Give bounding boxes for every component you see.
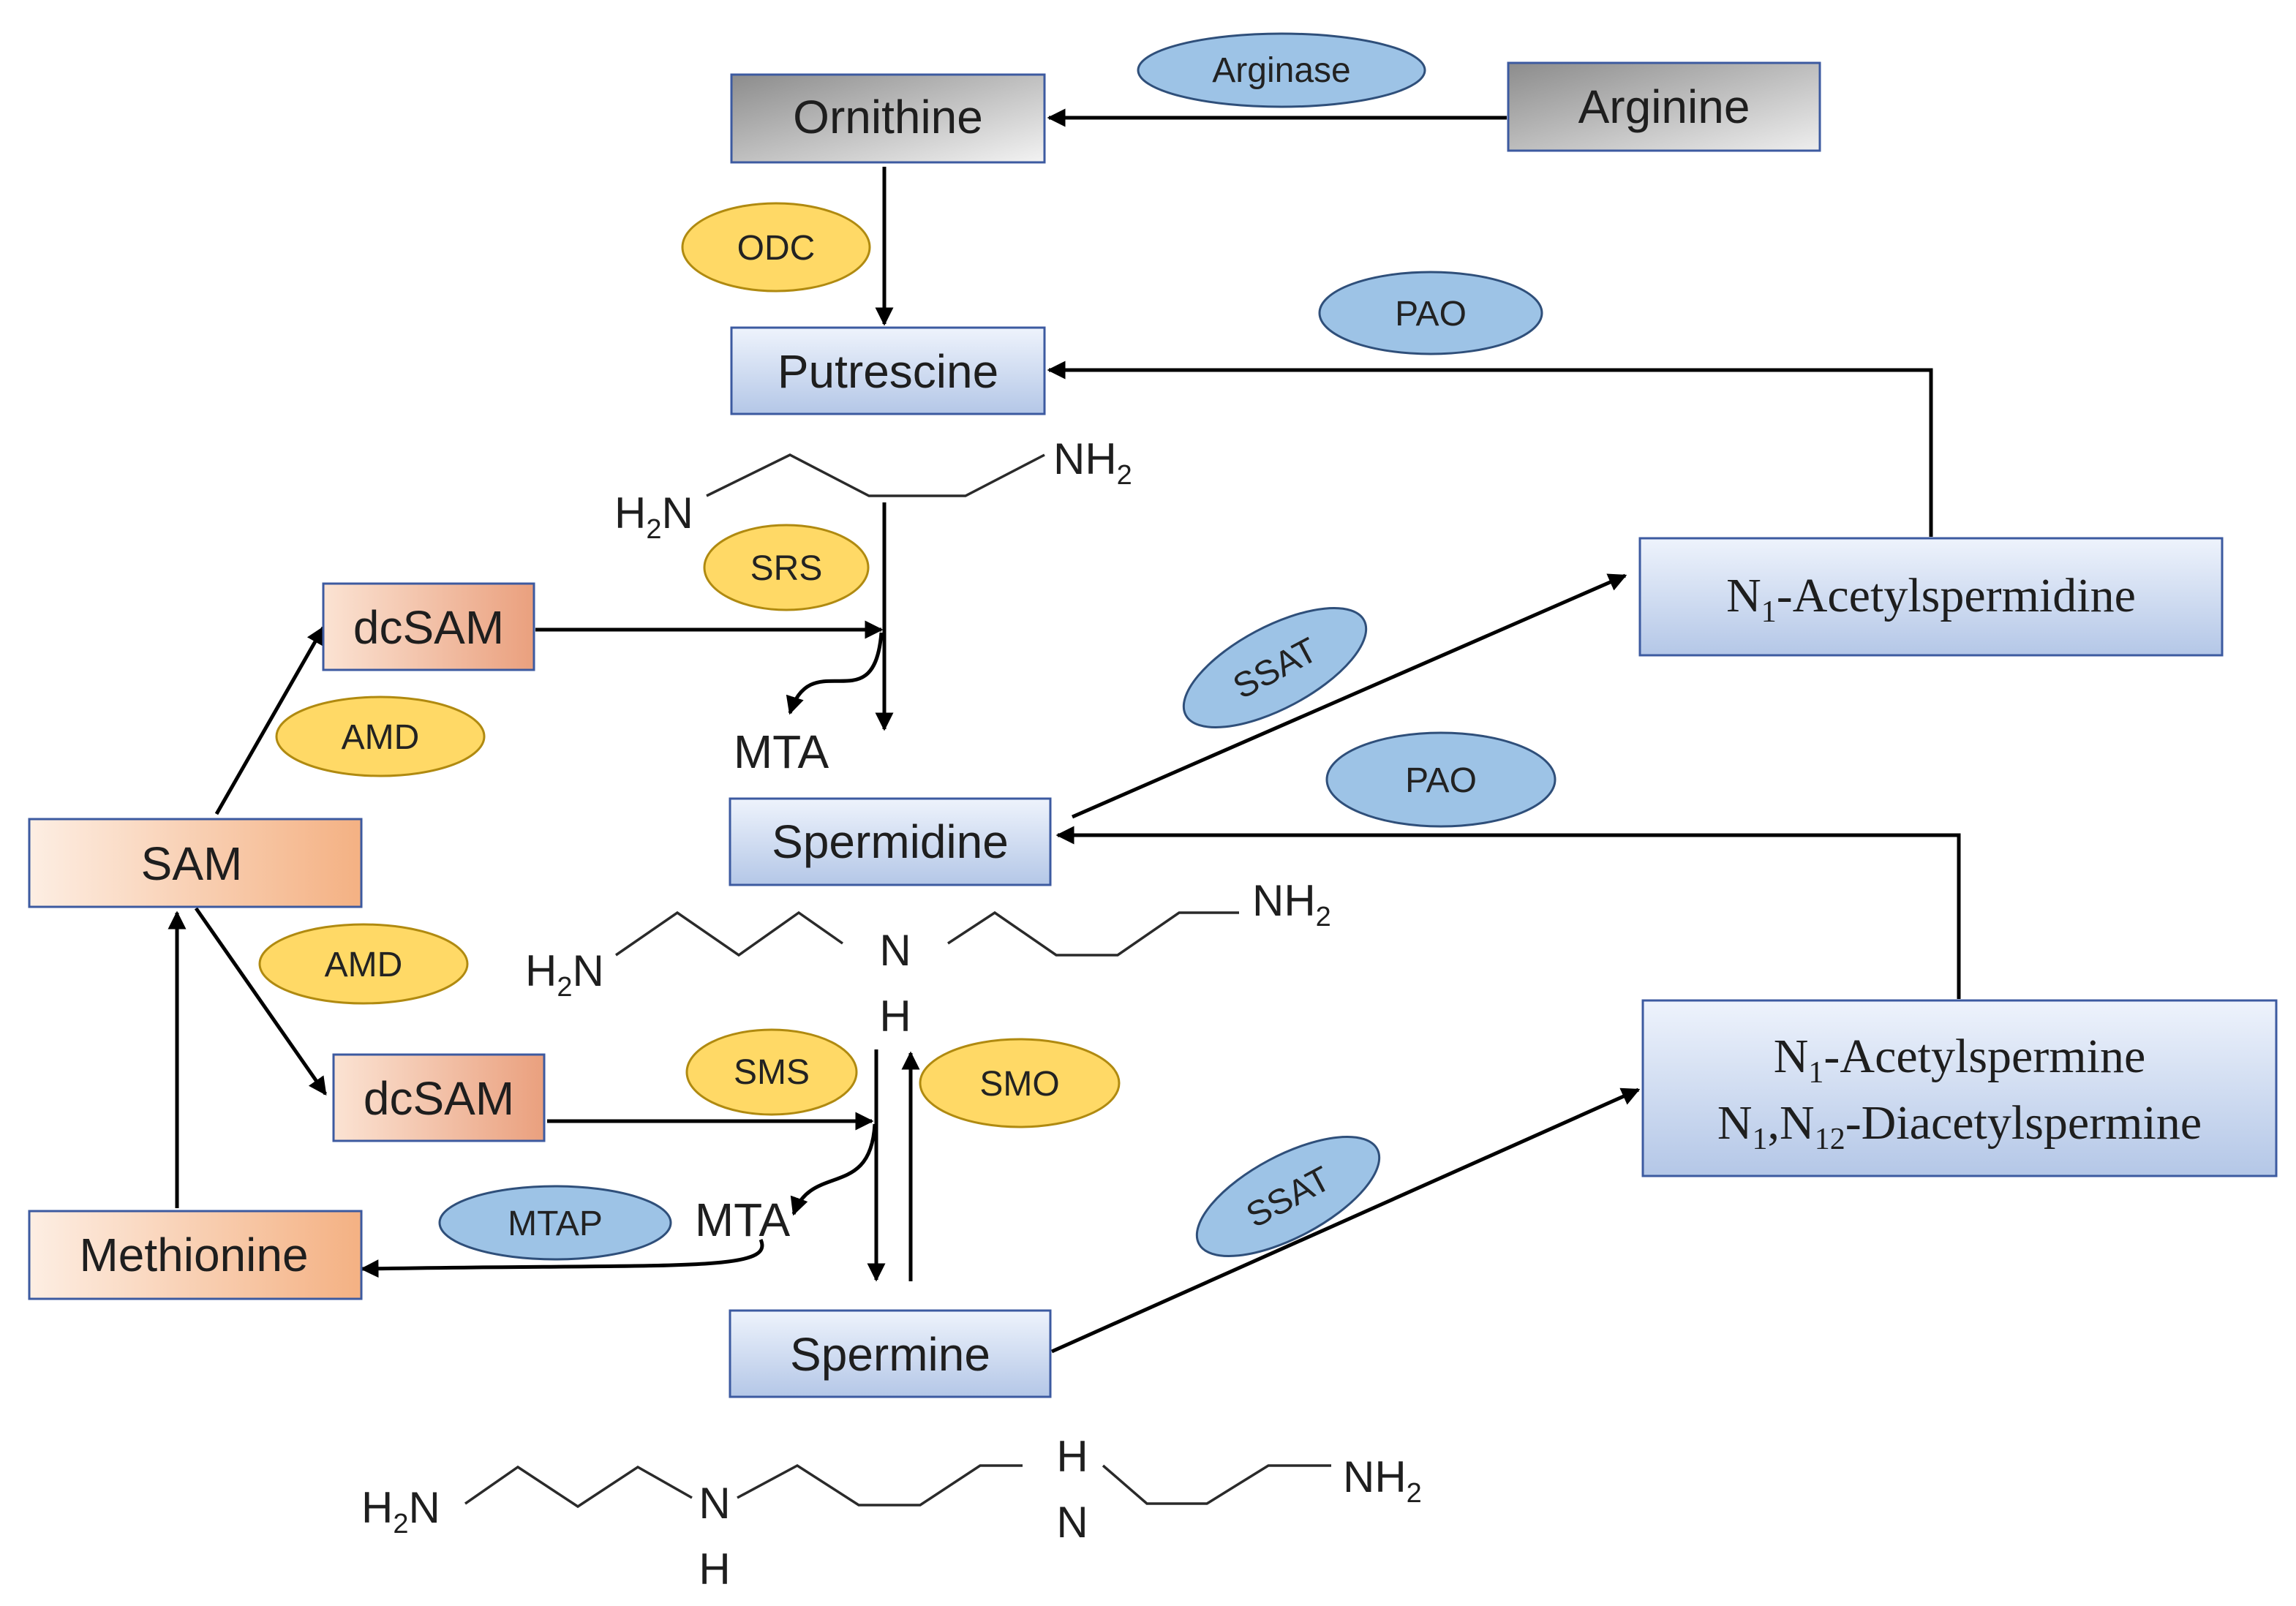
enzyme-arginase-label: Arginase — [1212, 51, 1350, 90]
enzyme-amd-bottom-label: AMD — [325, 946, 403, 984]
arrow-sam-to-dcsam-bottom — [194, 907, 328, 1096]
arrow-spermidine-to-acetylspermidine — [1071, 573, 1627, 819]
structure-spermine: H2N N H H N NH2 — [361, 1432, 1422, 1594]
enzyme-amd-bottom[interactable]: AMD — [258, 923, 469, 1005]
structure-spermidine-h2n: H2N — [525, 946, 604, 1003]
enzyme-smo-label: SMO — [979, 1065, 1059, 1104]
node-spermidine[interactable]: Spermidine — [729, 797, 1052, 886]
node-spermine[interactable]: Spermine — [729, 1309, 1052, 1398]
enzyme-ssat-top[interactable]: SSAT — [1167, 584, 1383, 751]
structure-spermidine-nh2: NH2 — [1252, 876, 1331, 932]
node-ornithine[interactable]: Ornithine — [730, 73, 1046, 164]
enzyme-mtap[interactable]: MTAP — [438, 1185, 672, 1261]
structure-spermine-h2: H — [1056, 1432, 1088, 1481]
arrow-spermine-to-acetylspermine — [1050, 1087, 1641, 1354]
structure-spermine-h2n: H2N — [361, 1483, 440, 1539]
structure-putrescine: H2N NH2 — [614, 434, 1132, 545]
enzyme-pao-bottom[interactable]: PAO — [1325, 731, 1557, 828]
enzyme-srs-label: SRS — [750, 549, 823, 588]
node-n1-acetylspermine-label: N1-Acetylspermine — [1774, 1030, 2146, 1090]
structure-spermine-n2: N — [1056, 1498, 1088, 1547]
node-arginine-label: Arginine — [1578, 80, 1750, 133]
arrow-acetylspermine-to-spermidine — [1055, 826, 1961, 999]
enzyme-pao-bottom-label: PAO — [1405, 761, 1477, 800]
node-spermine-label: Spermine — [790, 1328, 990, 1381]
enzyme-amd-top-label: AMD — [342, 718, 420, 757]
arrow-acetylspermidine-to-putrescine — [1047, 361, 1933, 537]
enzyme-pao-top[interactable]: PAO — [1318, 271, 1543, 355]
structure-spermine-n1: N — [699, 1479, 730, 1528]
structure-spermidine-h: H — [879, 992, 911, 1041]
structure-spermidine-n: N — [879, 926, 911, 975]
byproduct-mta-bottom: MTA — [695, 1194, 791, 1246]
byproduct-mta-top: MTA — [734, 725, 829, 778]
node-dcsam-top[interactable]: dcSAM — [322, 582, 535, 671]
structure-spermine-h1: H — [699, 1545, 730, 1594]
node-acetylspermine[interactable]: N1-Acetylspermine N1,N12-Diacetylspermin… — [1641, 999, 2278, 1177]
structure-putrescine-h2n: H2N — [614, 489, 693, 545]
node-sam[interactable]: SAM — [28, 818, 363, 908]
arrow-to-mta-bottom — [790, 1123, 877, 1216]
node-sam-label: SAM — [141, 837, 243, 890]
enzyme-srs[interactable]: SRS — [703, 524, 870, 611]
enzyme-arginase[interactable]: Arginase — [1137, 32, 1426, 108]
node-diacetylspermine-label: N1,N12-Diacetylspermine — [1717, 1096, 2202, 1156]
node-ornithine-label: Ornithine — [793, 91, 983, 143]
node-putrescine-label: Putrescine — [778, 345, 998, 398]
node-putrescine[interactable]: Putrescine — [730, 326, 1046, 415]
node-n1-acetylspermidine[interactable]: N1-Acetylspermidine — [1638, 537, 2224, 657]
structure-spermidine: H2N N H NH2 — [525, 876, 1331, 1041]
arrow-mta-to-methionine — [360, 1238, 764, 1278]
enzyme-amd-top[interactable]: AMD — [275, 695, 486, 777]
enzyme-smo[interactable]: SMO — [919, 1038, 1121, 1128]
node-methionine[interactable]: Methionine — [28, 1210, 363, 1300]
enzyme-odc[interactable]: ODC — [681, 202, 871, 293]
node-arginine[interactable]: Arginine — [1507, 61, 1821, 152]
arrow-sam-to-dcsam-top — [214, 625, 325, 815]
node-dcsam-bottom-label: dcSAM — [364, 1072, 514, 1125]
edges — [168, 108, 1961, 1354]
enzyme-ssat-bottom[interactable]: SSAT — [1180, 1113, 1396, 1280]
node-methionine-label: Methionine — [79, 1229, 308, 1281]
enzyme-odc-label: ODC — [737, 229, 816, 268]
enzyme-sms[interactable]: SMS — [685, 1028, 858, 1116]
structure-spermine-nh2: NH2 — [1343, 1452, 1422, 1509]
structure-putrescine-nh2: NH2 — [1053, 434, 1132, 491]
node-spermidine-label: Spermidine — [772, 815, 1009, 868]
arrow-to-mta-top — [786, 632, 884, 715]
enzyme-pao-top-label: PAO — [1395, 295, 1467, 333]
node-n1-acetylspermidine-label: N1-Acetylspermidine — [1726, 569, 2136, 629]
enzyme-sms-label: SMS — [734, 1053, 810, 1092]
node-dcsam-top-label: dcSAM — [353, 601, 504, 654]
node-dcsam-bottom[interactable]: dcSAM — [332, 1053, 546, 1142]
enzyme-mtap-label: MTAP — [508, 1204, 603, 1243]
